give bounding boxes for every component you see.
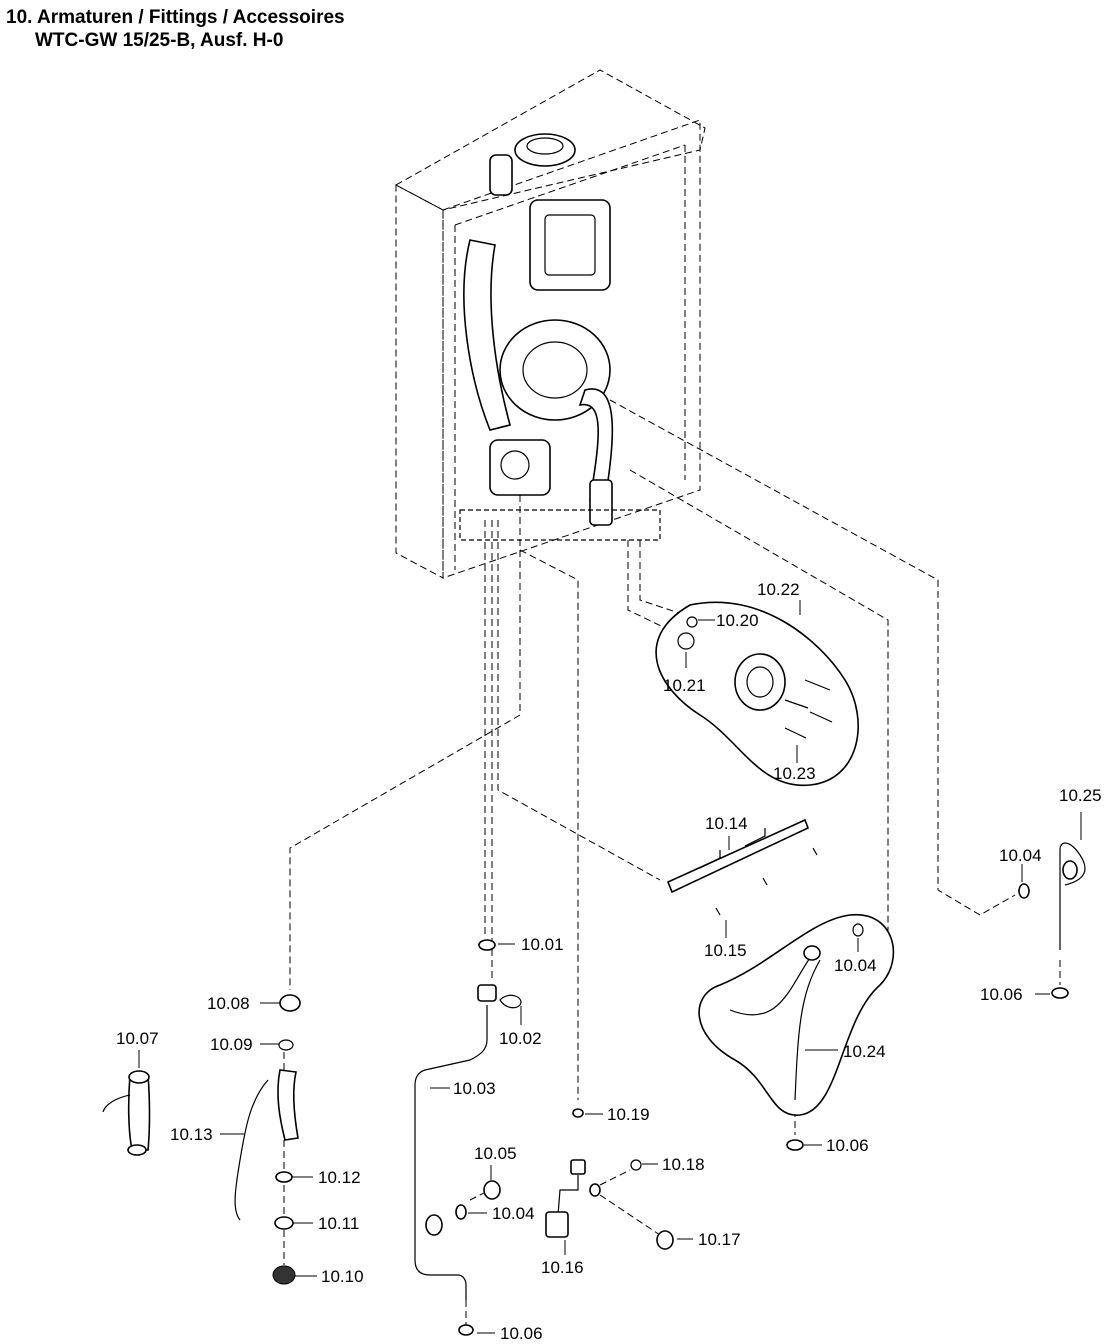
label-10-23: 10.23	[773, 764, 816, 783]
label-10-08: 10.08	[207, 994, 250, 1013]
label-10-24: 10.24	[843, 1042, 886, 1061]
label-10-22: 10.22	[757, 580, 800, 599]
page-title: 10. Armaturen / Fittings / Accessoires	[6, 7, 345, 28]
pipe-kit-group	[698, 914, 895, 1151]
label-10-06-mid: 10.06	[826, 1136, 869, 1155]
diagram-title: 10. Armaturen / Fittings / Accessoires W…	[6, 6, 345, 52]
valve-assembly	[102, 994, 301, 1285]
label-10-18: 10.18	[662, 1155, 705, 1174]
label-10-17: 10.17	[698, 1230, 741, 1249]
boiler-internals	[459, 133, 661, 541]
label-10-06-bottom: 10.06	[500, 1324, 543, 1343]
label-10-04-mid: 10.04	[834, 956, 877, 975]
label-leaders	[138, 600, 1082, 1334]
model-subtitle: WTC-GW 15/25-B, Ausf. H-0	[35, 30, 284, 51]
boiler-housing	[394, 69, 706, 579]
gas-fitting	[545, 1108, 674, 1250]
bent-pipe	[1018, 842, 1086, 999]
label-10-20: 10.20	[716, 611, 759, 630]
label-10-21: 10.21	[663, 676, 706, 695]
label-10-13: 10.13	[170, 1125, 213, 1144]
label-10-10: 10.10	[321, 1267, 364, 1286]
label-10-01: 10.01	[521, 935, 564, 954]
label-10-15: 10.15	[704, 941, 747, 960]
label-10-16: 10.16	[541, 1258, 584, 1277]
label-10-25: 10.25	[1059, 786, 1102, 805]
flange-kit-group	[655, 601, 859, 787]
mounting-rail	[666, 818, 818, 916]
part-labels: 10.22 10.20 10.21 10.23 10.25 10.14 10.0…	[116, 580, 1102, 1343]
label-10-14: 10.14	[705, 814, 748, 833]
label-10-11: 10.11	[318, 1214, 359, 1233]
label-10-05: 10.05	[474, 1144, 517, 1163]
label-10-04-bottom: 10.04	[492, 1204, 535, 1223]
label-10-03: 10.03	[453, 1079, 496, 1098]
label-10-07: 10.07	[116, 1029, 159, 1048]
riser-pipe	[414, 939, 522, 1336]
connection-lines	[283, 399, 1061, 1325]
label-10-12: 10.12	[318, 1168, 361, 1187]
label-10-02: 10.02	[499, 1029, 542, 1048]
label-10-09: 10.09	[210, 1035, 253, 1054]
label-10-06-right: 10.06	[980, 985, 1023, 1004]
label-10-04-right: 10.04	[999, 846, 1042, 865]
label-10-19: 10.19	[607, 1105, 650, 1124]
